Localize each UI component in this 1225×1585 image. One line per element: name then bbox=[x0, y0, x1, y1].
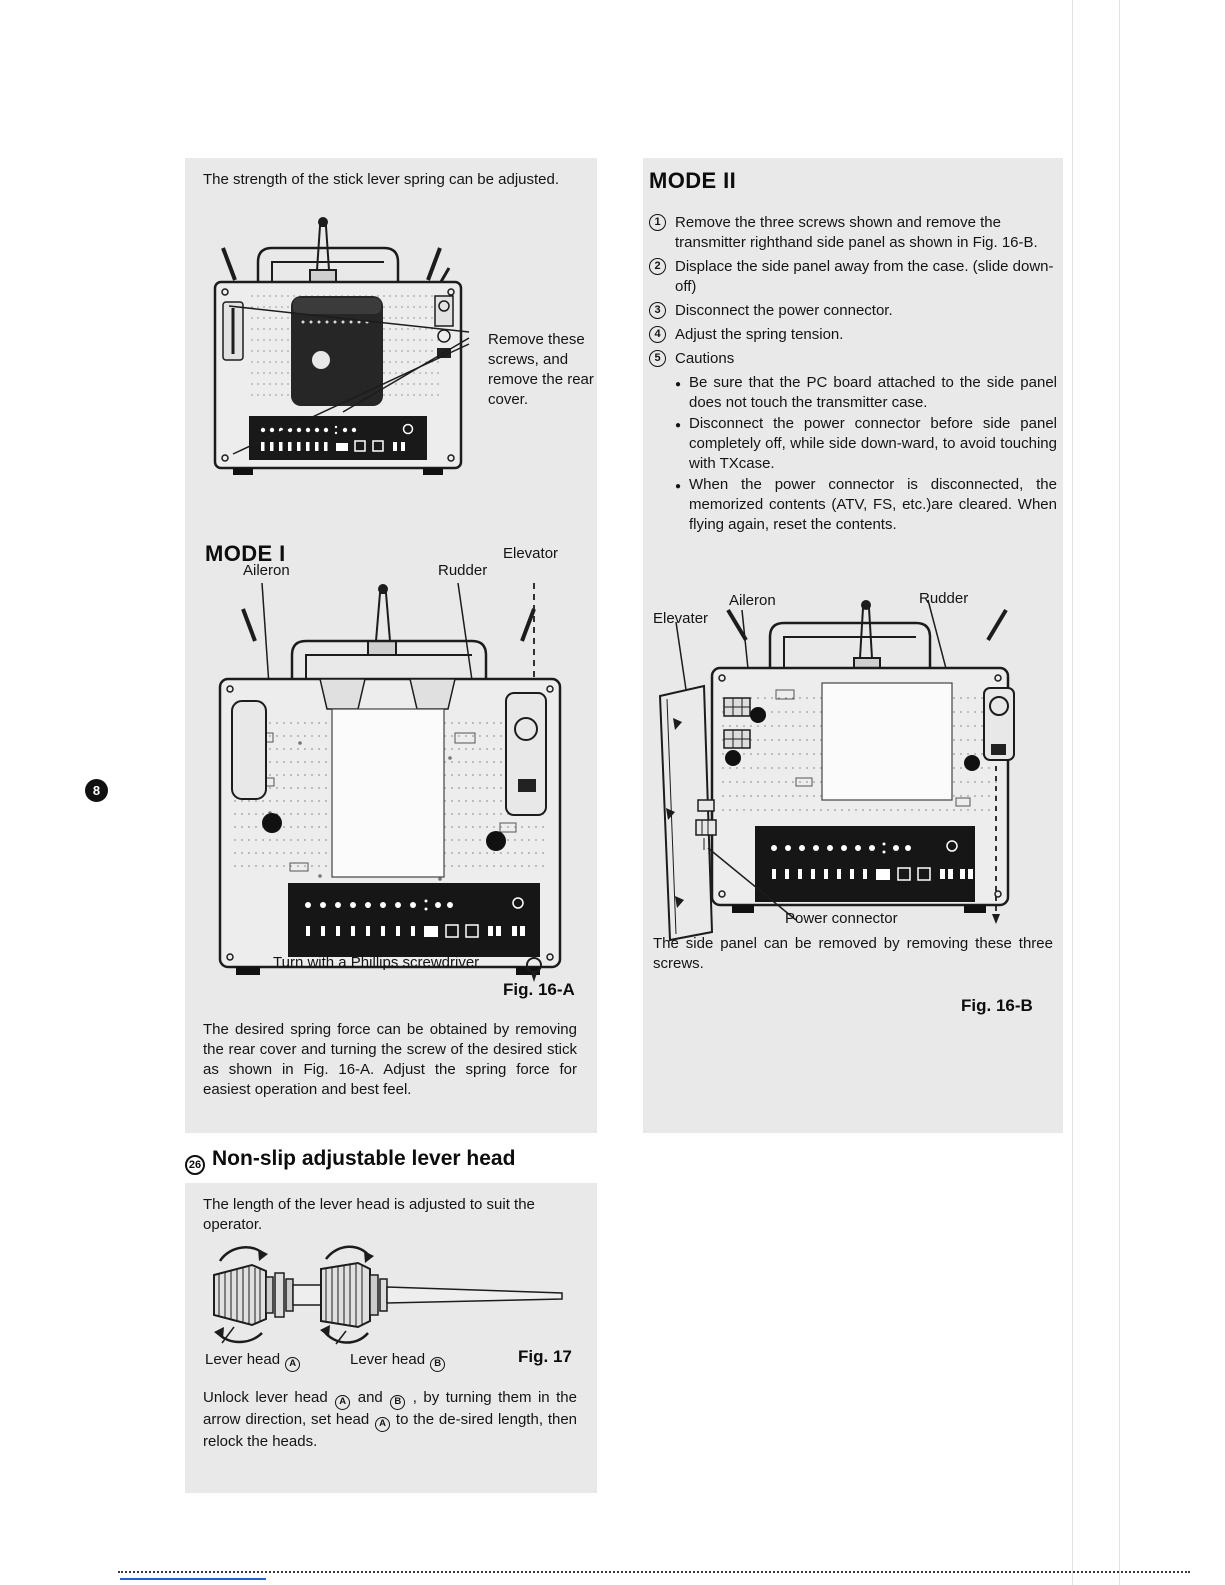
circled-b-icon: B bbox=[430, 1357, 446, 1372]
right-column-panel: MODE II 1 Remove the three screws shown … bbox=[643, 158, 1063, 1133]
scan-artifact-line bbox=[1072, 0, 1073, 1585]
step-text: Disconnect the power connector. bbox=[675, 302, 893, 319]
step-text: Remove the three screws shown and remove… bbox=[675, 214, 1038, 251]
scan-artifact-line bbox=[1119, 0, 1120, 1585]
circled-a-icon: A bbox=[285, 1357, 301, 1372]
fig-16a-label: Fig. 16-A bbox=[503, 980, 575, 999]
step-text: Cautions bbox=[675, 350, 735, 367]
circled-26-icon: 26 bbox=[185, 1155, 205, 1175]
mode1-internal-illustration bbox=[218, 583, 562, 982]
bottom-dotted-line bbox=[118, 1571, 1190, 1573]
mode2-label-elevater: Elevater bbox=[653, 610, 709, 627]
lever-head-illustration bbox=[213, 1245, 563, 1345]
lever-label-a: Lever head A bbox=[205, 1351, 301, 1372]
mode2-step: 5 Cautions bbox=[649, 349, 1057, 369]
mode2-label-aileron: Aileron bbox=[729, 592, 776, 609]
step-text: Displace the side panel away from the ca… bbox=[675, 258, 1054, 295]
caution-item: When the power connector is disconnected… bbox=[675, 475, 1057, 535]
cautions-list: Be sure that the PC board attached to th… bbox=[675, 373, 1057, 535]
step-number-icon: 5 bbox=[649, 350, 666, 367]
mode2-step: 3 Disconnect the power connector. bbox=[649, 301, 1057, 321]
circled-a-icon: A bbox=[335, 1395, 351, 1410]
fig-17-label: Fig. 17 bbox=[518, 1347, 572, 1366]
step-number-icon: 1 bbox=[649, 214, 666, 231]
left-column-panel: The strength of the stick lever spring c… bbox=[185, 158, 597, 1133]
fig-16b-label: Fig. 16-B bbox=[961, 996, 1033, 1015]
circled-a-icon: A bbox=[375, 1417, 391, 1432]
lever-section-heading: 26 Non-slip adjustable lever head bbox=[185, 1147, 515, 1175]
left-intro-text: The strength of the stick lever spring c… bbox=[203, 171, 560, 188]
mode2-steps: 1 Remove the three screws shown and remo… bbox=[649, 213, 1057, 536]
mode1-label-elevator: Elevator bbox=[503, 545, 559, 562]
page-number-badge: 8 bbox=[85, 779, 108, 802]
bottom-blue-line bbox=[120, 1578, 266, 1580]
caution-item: Disconnect the power connector before si… bbox=[675, 414, 1057, 474]
transmitter-rear-illustration bbox=[213, 217, 470, 475]
circled-b-icon: B bbox=[390, 1395, 406, 1410]
step-number-icon: 3 bbox=[649, 302, 666, 319]
lever-intro-text: The length of the lever head is adjusted… bbox=[203, 1196, 535, 1233]
mode2-step: 4 Adjust the spring tension. bbox=[649, 325, 1057, 345]
left-outro-text: The desired spring force can be obtained… bbox=[203, 1021, 577, 1098]
mode2-heading: MODE II bbox=[649, 168, 737, 193]
rear-annotation-text: Remove these screws, and remove the rear… bbox=[488, 331, 594, 408]
lever-panel: The length of the lever head is adjusted… bbox=[185, 1183, 597, 1493]
mode1-heading: MODE I bbox=[205, 541, 286, 566]
step-text: Adjust the spring tension. bbox=[675, 326, 844, 343]
mode1-label-aileron: Aileron bbox=[243, 562, 290, 579]
lever-heading-text: Non-slip adjustable lever head bbox=[212, 1147, 516, 1170]
step-number-icon: 4 bbox=[649, 326, 666, 343]
mode2-label-power-connector: Power connector bbox=[785, 910, 898, 927]
mode2-caption: The side panel can be removed by removin… bbox=[653, 935, 1053, 972]
mode2-label-rudder: Rudder bbox=[919, 590, 969, 607]
mode2-step: 1 Remove the three screws shown and remo… bbox=[649, 213, 1057, 253]
mode2-step: 2 Displace the side panel away from the … bbox=[649, 257, 1057, 297]
step-number-icon: 2 bbox=[649, 258, 666, 275]
lever-label-b: Lever head B bbox=[350, 1351, 446, 1372]
lever-outro-text: Unlock lever head A and B , by turning t… bbox=[203, 1389, 578, 1450]
caution-item: Be sure that the PC board attached to th… bbox=[675, 373, 1057, 413]
mode1-caption: Turn with a Phillips screwdriver bbox=[273, 954, 480, 971]
mode2-internal-illustration bbox=[658, 599, 1015, 942]
mode1-label-rudder: Rudder bbox=[438, 562, 488, 579]
